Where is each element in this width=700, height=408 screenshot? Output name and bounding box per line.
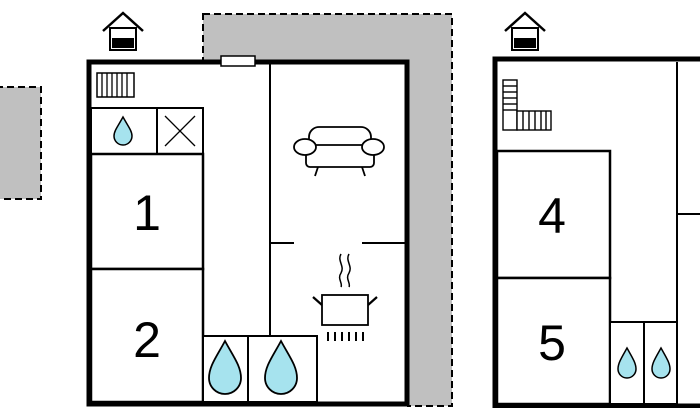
sofa-icon: [293, 126, 385, 177]
water-drop-icon: [617, 346, 637, 379]
house-floor-marker-icon: [504, 11, 546, 51]
room-5-number: 5: [538, 315, 566, 371]
radiator-icon: [96, 72, 135, 98]
building-one: 1 2: [86, 11, 410, 407]
cooking-pot-icon: [312, 253, 378, 341]
room-4-number: 4: [538, 188, 566, 244]
terrace-left: [0, 86, 42, 200]
room-5: [495, 276, 612, 406]
water-drop-icon: [208, 339, 242, 395]
building-two: 4 5: [492, 11, 700, 408]
water-drop-icon: [113, 115, 133, 146]
house-floor-marker-icon: [102, 11, 144, 51]
window-icon: [220, 55, 256, 67]
room-2: [89, 267, 205, 404]
water-drop-icon: [651, 346, 671, 379]
room-2-number: 2: [133, 312, 161, 368]
water-drop-icon: [264, 339, 298, 395]
room-1-number: 1: [133, 185, 161, 241]
stairs-icon: [502, 79, 552, 131]
